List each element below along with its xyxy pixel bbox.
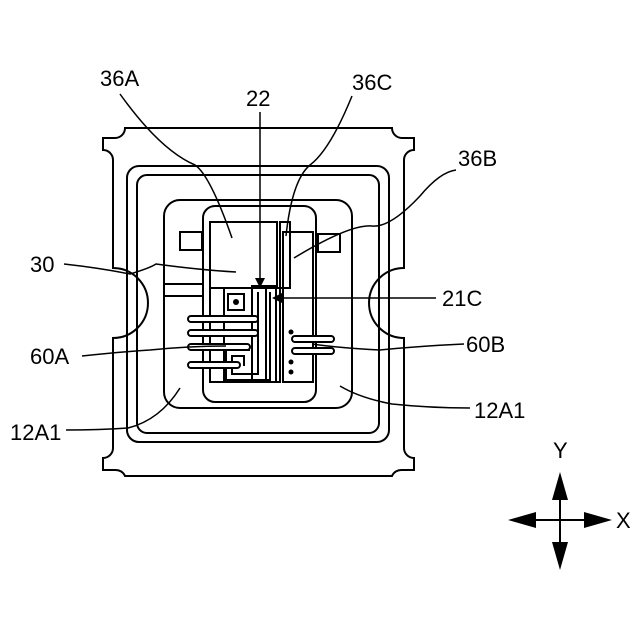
- label-12A1-left: 12A1: [10, 420, 61, 445]
- lead-slot-left: [180, 232, 202, 250]
- electrode-dot-2: [289, 360, 294, 365]
- label-30: 30: [30, 252, 54, 277]
- axis-label-y: Y: [553, 438, 568, 463]
- label-36A: 36A: [100, 66, 139, 91]
- electrode-36B: [283, 232, 313, 382]
- axis-arrow-up: [552, 472, 568, 500]
- label-21C: 21C: [442, 286, 482, 311]
- axis-label-x: X: [616, 508, 631, 533]
- wire-60B-1: [292, 336, 334, 342]
- leader-36B: [294, 170, 456, 258]
- electrode-dot-1: [289, 330, 294, 335]
- axis-arrow-down: [552, 542, 568, 570]
- axis-arrow-left: [508, 512, 536, 528]
- axis-arrow-right: [584, 512, 612, 528]
- wire-60A-4: [188, 362, 240, 368]
- label-22: 22: [246, 86, 270, 111]
- leader-12A1-left: [66, 388, 180, 430]
- wire-60A-1: [188, 316, 258, 322]
- label-60A: 60A: [30, 344, 69, 369]
- axes-indicator: Y X: [508, 438, 631, 570]
- die-pad-dot: [233, 299, 239, 305]
- label-12A1-right: 12A1: [474, 398, 525, 423]
- electrode-36A: [210, 222, 277, 288]
- wire-60A-2: [188, 330, 258, 336]
- label-36C: 36C: [352, 70, 392, 95]
- wire-60B-2: [292, 348, 334, 354]
- electrode-dot-3: [289, 370, 294, 375]
- label-36B: 36B: [458, 146, 497, 171]
- label-60B: 60B: [466, 332, 505, 357]
